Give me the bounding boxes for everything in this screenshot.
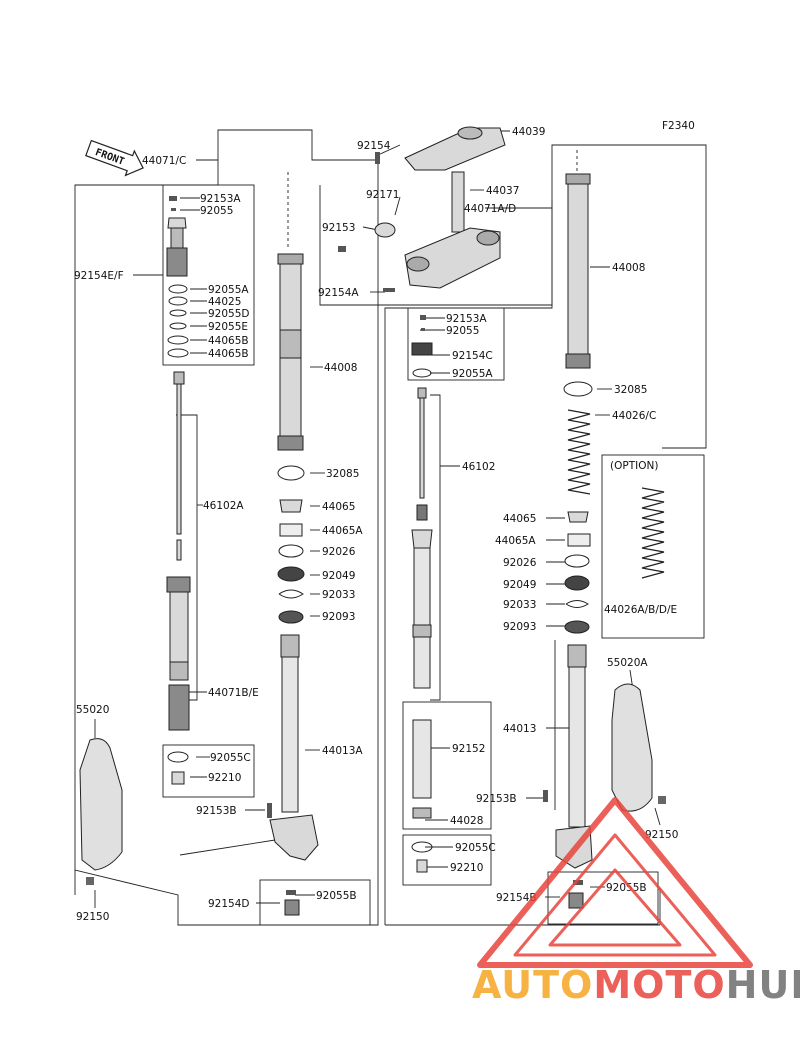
label-92150-left: 92150 bbox=[76, 911, 109, 923]
option-spring bbox=[641, 487, 665, 579]
option-label: (OPTION) bbox=[610, 460, 658, 472]
label-46102: 46102 bbox=[462, 461, 495, 473]
label-92210-left: 92210 bbox=[208, 772, 241, 784]
label-92055b-right: 92055B bbox=[606, 882, 647, 894]
label-92153b-left: 92153B bbox=[196, 805, 237, 817]
label-44025: 44025 bbox=[208, 296, 241, 308]
label-44065b-2: 44065B bbox=[208, 348, 249, 360]
label-44039: 44039 bbox=[512, 126, 545, 138]
label-55020: 55020 bbox=[76, 704, 109, 716]
watermark-auto: AUTO bbox=[472, 963, 593, 1007]
watermark-logo: AUTOMOTOHUB bbox=[472, 797, 800, 1007]
right-spring bbox=[567, 409, 591, 495]
label-44026abde: 44026A/B/D/E bbox=[604, 604, 677, 616]
label-92026-left: 92026 bbox=[322, 546, 356, 558]
label-92154b: 92154B bbox=[496, 892, 537, 904]
label-92033-left: 92033 bbox=[322, 589, 355, 601]
label-92171: 92171 bbox=[366, 189, 399, 201]
label-92154-top: 92154 bbox=[357, 140, 391, 152]
label-92055a-left: 92055A bbox=[208, 284, 249, 296]
right-guard bbox=[611, 683, 666, 812]
label-92093-right: 92093 bbox=[503, 621, 536, 633]
label-44065-left: 44065 bbox=[322, 501, 355, 513]
label-92153b-right: 92153B bbox=[476, 793, 517, 805]
label-44037: 44037 bbox=[486, 185, 519, 197]
left-cap-parts bbox=[166, 196, 189, 358]
label-92055-left: 92055 bbox=[200, 205, 233, 217]
label-44013: 44013 bbox=[503, 723, 536, 735]
label-92055c-right: 92055C bbox=[455, 842, 496, 854]
label-92154c: 92154C bbox=[452, 350, 493, 362]
left-guard bbox=[79, 738, 123, 885]
label-44065-right: 44065 bbox=[503, 513, 536, 525]
label-92055b-left: 92055B bbox=[316, 890, 357, 902]
steering-stem bbox=[338, 126, 506, 292]
front-arrow: FRONT bbox=[85, 139, 144, 177]
label-92093-left: 92093 bbox=[322, 611, 355, 623]
label-92154a: 92154A bbox=[318, 287, 359, 299]
label-44071be: 44071B/E bbox=[208, 687, 259, 699]
watermark-moto: MOTO bbox=[593, 963, 725, 1007]
label-46102a: 46102A bbox=[203, 500, 244, 512]
label-92055d: 92055D bbox=[208, 308, 250, 320]
code-label: F2340 bbox=[662, 120, 695, 132]
leader-lines bbox=[94, 130, 661, 908]
label-92055a-right: 92055A bbox=[452, 368, 493, 380]
label-92049-right: 92049 bbox=[503, 579, 536, 591]
label-44008-left: 44008 bbox=[324, 362, 357, 374]
label-92153: 92153 bbox=[322, 222, 355, 234]
label-92150-right: 92150 bbox=[645, 829, 678, 841]
label-44065b-1: 44065B bbox=[208, 335, 249, 347]
watermark-text: AUTOMOTOHUB bbox=[472, 963, 800, 1007]
left-outer-tube bbox=[277, 172, 305, 624]
right-inner-tube bbox=[543, 644, 593, 909]
label-44013a: 44013A bbox=[322, 745, 363, 757]
label-55020a: 55020A bbox=[607, 657, 648, 669]
label-32085-left: 32085 bbox=[326, 468, 359, 480]
label-92153a-right: 92153A bbox=[446, 313, 487, 325]
left-damper-rod bbox=[166, 371, 191, 785]
label-44008-right: 44008 bbox=[612, 262, 645, 274]
label-92153a-left: 92153A bbox=[200, 193, 241, 205]
label-92055-right: 92055 bbox=[446, 325, 479, 337]
left-inner-tube bbox=[267, 634, 319, 916]
label-92154ef: 92154E/F bbox=[74, 270, 124, 282]
label-44028: 44028 bbox=[450, 815, 483, 827]
label-44065a-right: 44065A bbox=[495, 535, 536, 547]
right-seal-parts bbox=[564, 511, 591, 634]
label-92154d: 92154D bbox=[208, 898, 250, 910]
right-cartridge bbox=[411, 315, 433, 873]
label-92026-right: 92026 bbox=[503, 557, 537, 569]
label-44071c: 44071/C bbox=[142, 155, 186, 167]
label-92033-right: 92033 bbox=[503, 599, 536, 611]
watermark-hub: HUB bbox=[726, 963, 800, 1007]
label-44026c: 44026/C bbox=[612, 410, 656, 422]
label-92210-right: 92210 bbox=[450, 862, 483, 874]
label-44071ad: 44071A/D bbox=[464, 203, 516, 215]
label-44065a-left: 44065A bbox=[322, 525, 363, 537]
label-32085-right: 32085 bbox=[614, 384, 647, 396]
label-92055c-left: 92055C bbox=[210, 752, 251, 764]
label-92152: 92152 bbox=[452, 743, 485, 755]
right-outer-tube bbox=[563, 150, 593, 397]
label-92055e: 92055E bbox=[208, 321, 248, 333]
part-labels: F2340 44071/C 92153A 92055 92154E/F 9205… bbox=[74, 120, 695, 923]
label-92049-left: 92049 bbox=[322, 570, 355, 582]
